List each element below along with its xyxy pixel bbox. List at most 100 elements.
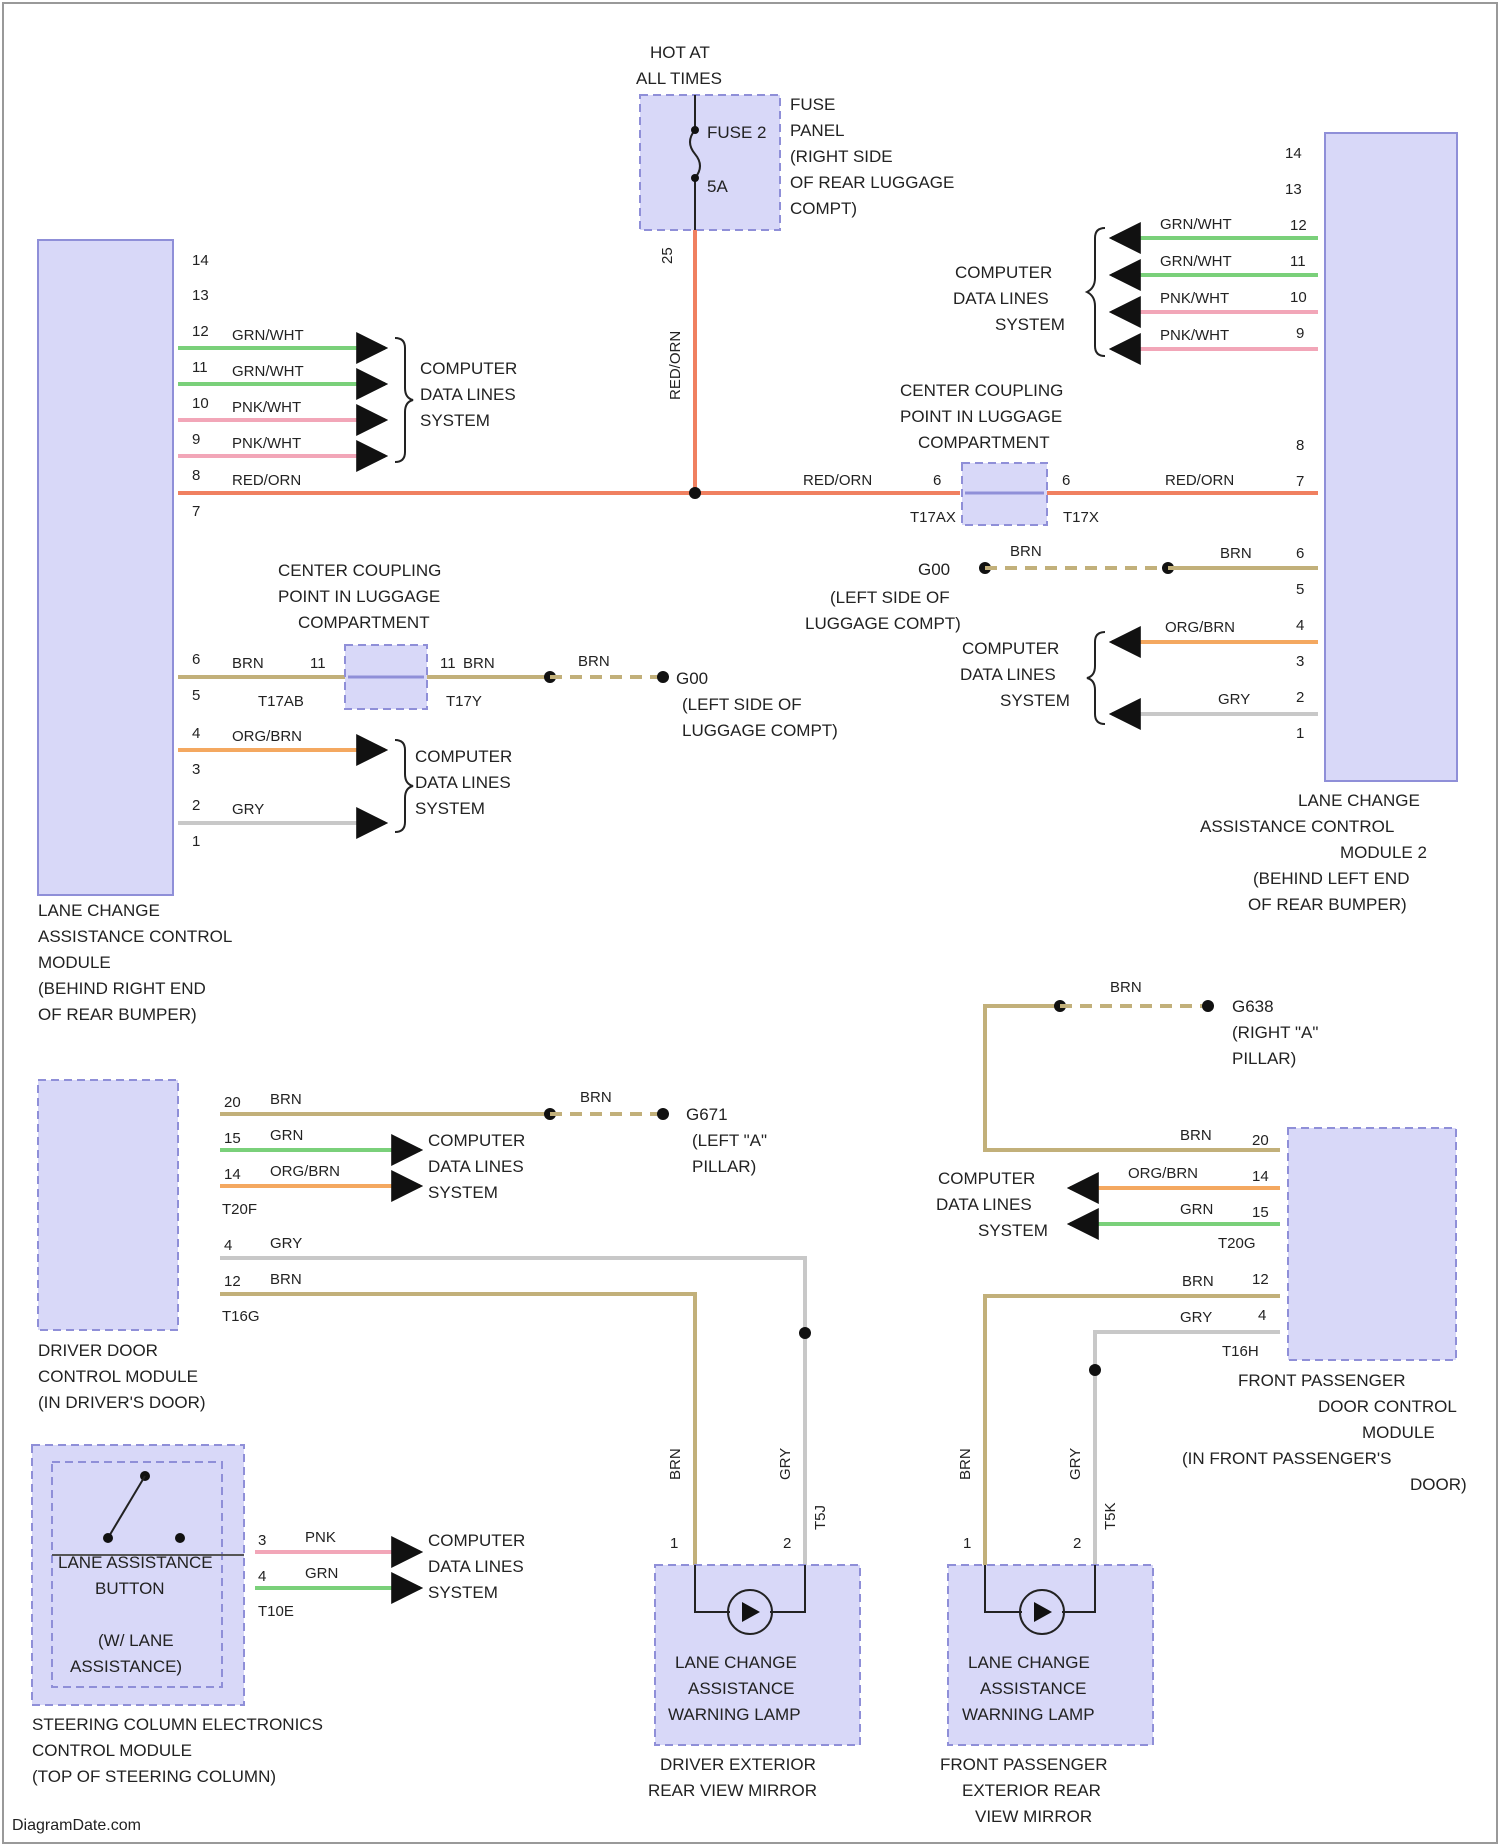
pin-label: 1 (192, 833, 200, 850)
ground-location: (LEFT SIDE OF (682, 695, 802, 714)
ground-point (657, 671, 669, 683)
wire-label: ORG/BRN (232, 728, 302, 745)
wire-label: BRN (1180, 1127, 1212, 1144)
fuse-panel (640, 95, 780, 230)
pin-label: 14 (224, 1166, 241, 1183)
wire-label: PNK/WHT (232, 399, 301, 416)
wire-label: BRN (1110, 979, 1142, 996)
wire-label: GRY (777, 1448, 794, 1480)
pin-label: 10 (1290, 289, 1307, 306)
lca2-label: MODULE 2 (1340, 843, 1427, 862)
lca2-label: LANE CHANGE (1298, 791, 1420, 810)
pin-label: 20 (224, 1094, 241, 1111)
ground-id: G671 (686, 1105, 728, 1124)
lca1-label: LANE CHANGE (38, 901, 160, 920)
fpdcm-label: (IN FRONT PASSENGER'S (1182, 1449, 1391, 1468)
wire-label: GRY (1067, 1448, 1084, 1480)
pin-label: 11 (310, 655, 326, 672)
pin-label: 14 (1252, 1168, 1269, 1185)
pin-label: 7 (192, 503, 200, 520)
wire-label: GRN/WHT (232, 327, 304, 344)
computer-data-lines-label: SYSTEM (415, 799, 485, 818)
fpdcm-label: MODULE (1362, 1423, 1435, 1442)
computer-data-lines-label: DATA LINES (960, 665, 1056, 684)
pin-label: 11 (440, 655, 456, 672)
ground-id: G00 (676, 669, 708, 688)
sccm-label: STEERING COLUMN ELECTRONICS (32, 1715, 323, 1734)
center-coupling-label: CENTER COUPLING (278, 561, 441, 580)
lca1-label: OF REAR BUMPER) (38, 1005, 197, 1024)
switch-contact (175, 1533, 185, 1543)
ground-point (1202, 1000, 1214, 1012)
connector-label: T20F (222, 1201, 257, 1218)
watermark: DiagramDate.com (12, 1817, 141, 1834)
computer-data-lines-label: SYSTEM (1000, 691, 1070, 710)
mirror-label: FRONT PASSENGER (940, 1755, 1108, 1774)
pin-label: 15 (224, 1130, 241, 1147)
computer-data-lines-label: DATA LINES (953, 289, 1049, 308)
pin-label: 3 (192, 761, 200, 778)
lane-assistance-button[interactable] (52, 1462, 222, 1687)
ddcm-label: DRIVER DOOR (38, 1341, 158, 1360)
wire-label: PNK/WHT (1160, 290, 1229, 307)
fpdcm-label: DOOR CONTROL (1318, 1397, 1457, 1416)
lamp-label: WARNING LAMP (962, 1705, 1095, 1724)
lamp-label: WARNING LAMP (668, 1705, 801, 1724)
button-label: LANE ASSISTANCE (58, 1553, 213, 1572)
pin-label: 3 (258, 1532, 266, 1549)
sccm-label: (TOP OF STEERING COLUMN) (32, 1767, 276, 1786)
computer-data-lines-label: COMPUTER (428, 1131, 525, 1150)
pin-label: 12 (192, 323, 209, 340)
fuse-terminal (691, 126, 699, 134)
ground-id: G00 (918, 560, 950, 579)
pin-label: 12 (1252, 1271, 1269, 1288)
connector-label: T16G (222, 1308, 260, 1325)
pin-label: 8 (1296, 437, 1304, 454)
wire-label: RED/ORN (232, 472, 301, 489)
pin-label: 2 (1073, 1535, 1081, 1552)
wire-gry (220, 1258, 805, 1565)
pin-label: 25 (659, 247, 676, 264)
splice (689, 487, 701, 499)
lca2-label: ASSISTANCE CONTROL (1200, 817, 1394, 836)
button-label: ASSISTANCE) (70, 1657, 182, 1676)
pin-label: 8 (192, 467, 200, 484)
wire-label: ORG/BRN (1128, 1165, 1198, 1182)
wire-label: RED/ORN (667, 331, 684, 400)
ground-id: G638 (1232, 997, 1274, 1016)
pin-label: 2 (192, 797, 200, 814)
bracket (395, 338, 413, 462)
wire-label: PNK (305, 1529, 336, 1546)
fuse-panel-label: PANEL (790, 121, 845, 140)
wire-label: BRN (463, 655, 495, 672)
wire-label: BRN (580, 1089, 612, 1106)
wire-label: GRN (270, 1127, 303, 1144)
ground-location: (RIGHT "A" (1232, 1023, 1318, 1042)
pin-label: 12 (224, 1273, 241, 1290)
lane-change-assistance-control-module-2 (1325, 133, 1457, 781)
connector-label: T17AX (910, 509, 956, 526)
lamp-label: LANE CHANGE (968, 1653, 1090, 1672)
wire-label: RED/ORN (1165, 472, 1234, 489)
wire-label: BRN (270, 1271, 302, 1288)
pin-label: 15 (1252, 1204, 1269, 1221)
splice (799, 1327, 811, 1339)
wire-label: PNK/WHT (1160, 327, 1229, 344)
pin-label: 9 (1296, 325, 1304, 342)
center-coupling-label: COMPARTMENT (298, 613, 430, 632)
computer-data-lines-label: DATA LINES (428, 1157, 524, 1176)
ground-location: (LEFT "A" (692, 1131, 767, 1150)
wire-label: ORG/BRN (270, 1163, 340, 1180)
wire-label: BRN (232, 655, 264, 672)
connector-label: T17Y (446, 693, 482, 710)
pin-label: 4 (258, 1568, 266, 1585)
wire-label: RED/ORN (803, 472, 872, 489)
wire-label: BRN (1010, 543, 1042, 560)
pin-label: 1 (670, 1535, 678, 1552)
computer-data-lines-label: COMPUTER (938, 1169, 1035, 1188)
computer-data-lines-label: DATA LINES (420, 385, 516, 404)
pin-label: 1 (963, 1535, 971, 1552)
computer-data-lines-label: SYSTEM (420, 411, 490, 430)
connector-label: T5J (812, 1505, 829, 1530)
